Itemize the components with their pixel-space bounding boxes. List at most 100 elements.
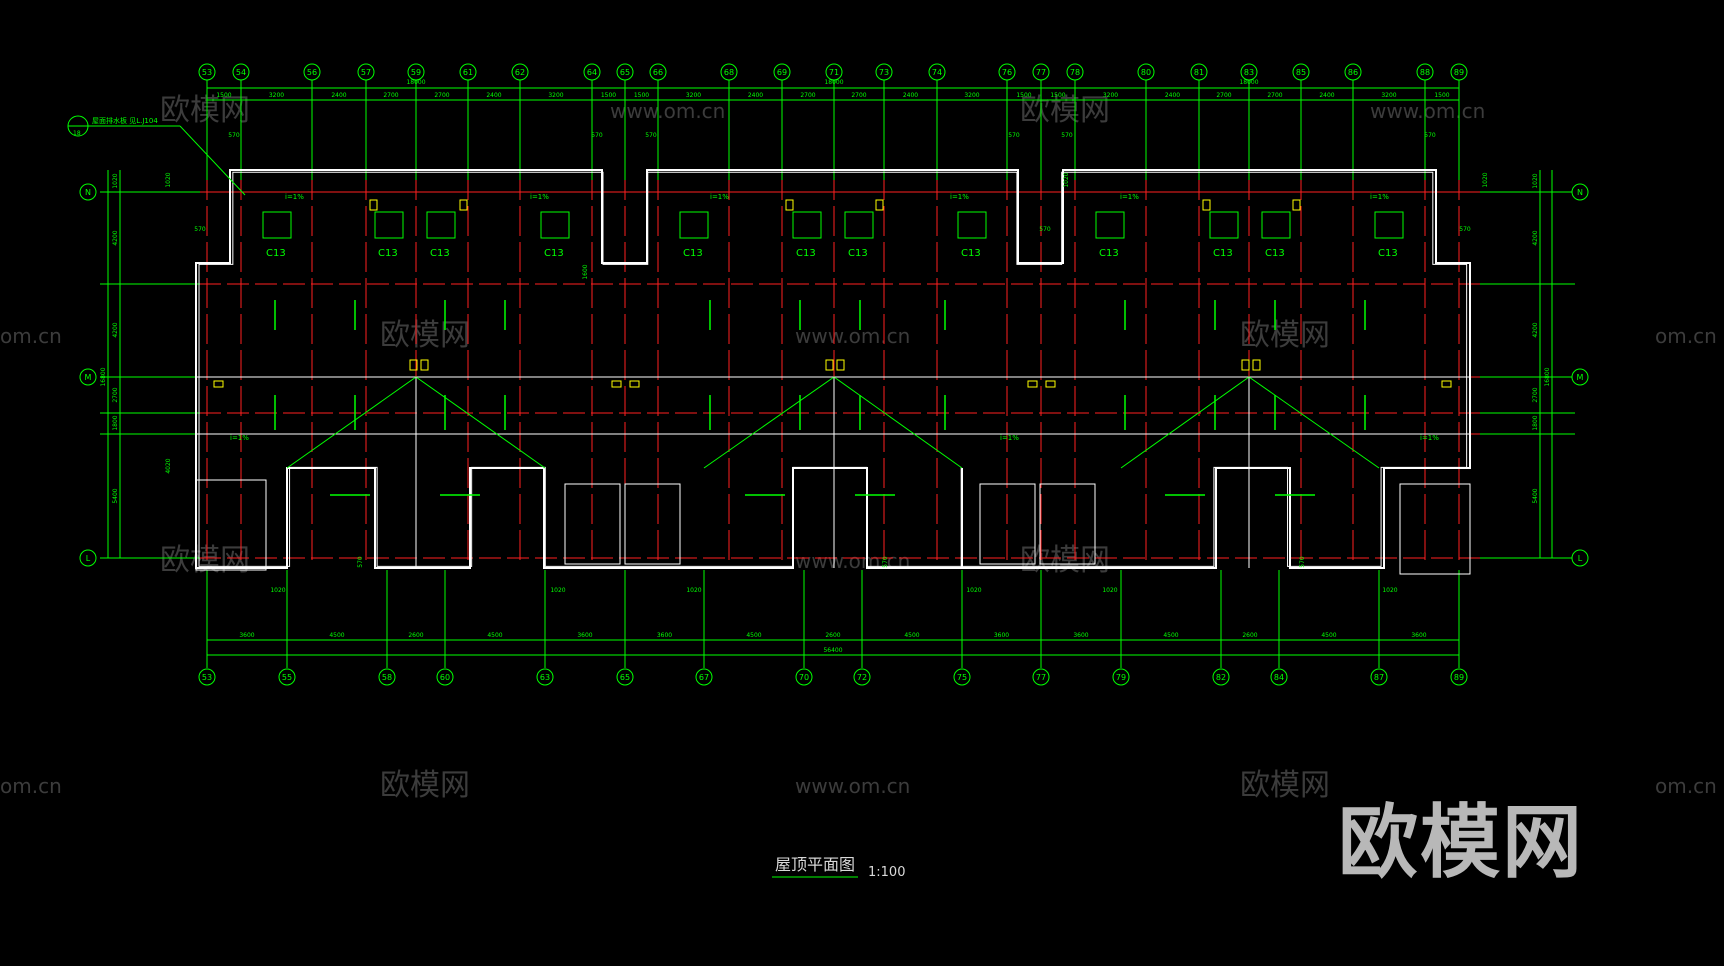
top-dim-label: 1500 bbox=[1016, 92, 1031, 99]
roof-drain bbox=[785, 199, 794, 211]
roof-hip-line bbox=[703, 376, 835, 469]
axis-bubble-label: 89 bbox=[1454, 68, 1464, 77]
axis-bubble-circle bbox=[232, 63, 250, 81]
axis-bubble-label: 71 bbox=[829, 68, 839, 77]
bottom-dim-label: 4500 bbox=[329, 632, 344, 639]
axis-bubble-circle bbox=[198, 63, 216, 81]
small-dim-label: 570 bbox=[1039, 226, 1051, 233]
watermark-url: www.om.cn bbox=[795, 549, 910, 573]
axis-bubble-label: 85 bbox=[1296, 68, 1306, 77]
axis-bubble-label: 87 bbox=[1374, 673, 1384, 682]
axis-bubble-circle bbox=[303, 63, 321, 81]
axis-bubble-label: 75 bbox=[957, 673, 967, 682]
skylight-window bbox=[1209, 211, 1239, 239]
stair-hatch-box bbox=[1039, 483, 1096, 565]
window-label: C13 bbox=[544, 248, 564, 259]
axis-bubble-label: 58 bbox=[382, 673, 392, 682]
axis-bubble-label: 53 bbox=[202, 68, 212, 77]
axis-bubble-label: 77 bbox=[1036, 673, 1046, 682]
axis-bubble-circle bbox=[583, 63, 601, 81]
axis-bubble-circle bbox=[79, 368, 97, 386]
watermark-url-partial: om.cn bbox=[1655, 324, 1717, 348]
top-dim-label: 2700 bbox=[383, 92, 398, 99]
top-dim-label: 2400 bbox=[903, 92, 918, 99]
skylight-window bbox=[1095, 211, 1125, 239]
top-overall-label: 18000 bbox=[824, 79, 843, 86]
roof-drain bbox=[1045, 380, 1056, 388]
top-dim-label: 2400 bbox=[748, 92, 763, 99]
skylight-window bbox=[262, 211, 292, 239]
axis-bubble-label: 55 bbox=[282, 673, 292, 682]
axis-bubble-circle bbox=[795, 668, 813, 686]
skylight-window bbox=[374, 211, 404, 239]
window-label: C13 bbox=[430, 248, 450, 259]
right-dim-label: 2700 bbox=[1532, 387, 1539, 402]
axis-bubble-label: M bbox=[85, 373, 92, 382]
bottom-overall-label: 56400 bbox=[823, 647, 842, 654]
slope-label: i=1% bbox=[950, 193, 969, 201]
axis-bubble-circle bbox=[1571, 368, 1589, 386]
top-dim-label: 3200 bbox=[269, 92, 284, 99]
watermark-cn: 欧模网 bbox=[1240, 768, 1330, 803]
top-dim-label: 1500 bbox=[634, 92, 649, 99]
axis-bubble-label: 79 bbox=[1116, 673, 1126, 682]
small-dim-label: 570 bbox=[1424, 132, 1436, 139]
roof-drain bbox=[1292, 199, 1301, 211]
window-label: C13 bbox=[1265, 248, 1285, 259]
watermark-cn: 欧模网 bbox=[1020, 93, 1110, 128]
roof-hip-line bbox=[1248, 376, 1380, 469]
axis-bubble-circle bbox=[1137, 63, 1155, 81]
roof-drain bbox=[1241, 359, 1250, 371]
roof-drain bbox=[369, 199, 378, 211]
axis-bubble-circle bbox=[378, 668, 396, 686]
skylight-window bbox=[844, 211, 874, 239]
small-dim-label: 1020 bbox=[1382, 587, 1397, 594]
axis-bubble-circle bbox=[1270, 668, 1288, 686]
skylight-window bbox=[1374, 211, 1404, 239]
roof-drain bbox=[836, 359, 845, 371]
bottom-dim-label: 4500 bbox=[746, 632, 761, 639]
roof-drain bbox=[1441, 380, 1452, 388]
small-dim-label: 4020 bbox=[165, 458, 172, 473]
top-dim-label: 2700 bbox=[800, 92, 815, 99]
watermark-url: www.om.cn bbox=[795, 324, 910, 348]
left-dim-label: 4200 bbox=[112, 230, 119, 245]
axis-bubble-label: 72 bbox=[857, 673, 867, 682]
axis-bubble-label: 68 bbox=[724, 68, 734, 77]
watermark-url: www.om.cn bbox=[610, 99, 725, 123]
axis-bubble-circle bbox=[1370, 668, 1388, 686]
left-dim-label: 1020 bbox=[112, 173, 119, 188]
small-dim-label: 1020 bbox=[165, 172, 172, 187]
axis-bubble-circle bbox=[1190, 63, 1208, 81]
axis-bubble-circle bbox=[536, 668, 554, 686]
roof-drain bbox=[875, 199, 884, 211]
axis-bubble-label: 64 bbox=[587, 68, 597, 77]
window-label: C13 bbox=[266, 248, 286, 259]
axis-bubble-circle bbox=[1571, 183, 1589, 201]
small-dim-label: 1020 bbox=[686, 587, 701, 594]
top-dim-label: 2700 bbox=[1267, 92, 1282, 99]
roof-drain bbox=[213, 380, 224, 388]
top-overall-label: 18000 bbox=[406, 79, 425, 86]
skylight-window bbox=[426, 211, 456, 239]
axis-bubble-label: 82 bbox=[1216, 673, 1226, 682]
axis-bubble-label: 62 bbox=[515, 68, 525, 77]
top-dim-label: 1500 bbox=[1050, 92, 1065, 99]
roof-drain bbox=[611, 380, 622, 388]
stair-hatch-box bbox=[624, 483, 681, 565]
top-overall-label: 18000 bbox=[1239, 79, 1258, 86]
axis-bubble-circle bbox=[436, 668, 454, 686]
axis-bubble-circle bbox=[511, 63, 529, 81]
note-text: 屋面排水板 见L.J104 bbox=[92, 116, 158, 125]
left-dim-label: 2700 bbox=[112, 387, 119, 402]
small-dim-label: 570 bbox=[228, 132, 240, 139]
drawing-title-block: 屋顶平面图 1:100 bbox=[772, 855, 905, 880]
axis-bubble-circle bbox=[357, 63, 375, 81]
roof-hip-line bbox=[1120, 376, 1250, 469]
axis-bubble-label: 77 bbox=[1036, 68, 1046, 77]
roof-outline bbox=[195, 169, 1471, 575]
axis-bubble-circle bbox=[1112, 668, 1130, 686]
small-dim-label: 570 bbox=[1008, 132, 1020, 139]
bottom-dim-label: 4500 bbox=[904, 632, 919, 639]
